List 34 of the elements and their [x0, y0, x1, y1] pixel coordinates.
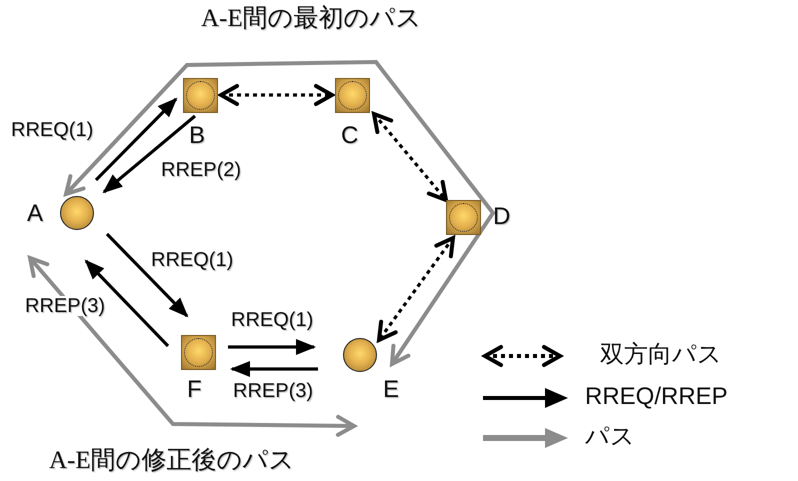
edge-label: RREP(3) [232, 381, 314, 401]
edge-label: RREQ(1) [10, 120, 94, 140]
node-square [181, 335, 216, 370]
edge-label: RREQ(1) [150, 250, 234, 270]
node-label: C [341, 124, 358, 148]
node-label: D [493, 205, 510, 229]
arrow [102, 114, 196, 194]
arrow [230, 361, 318, 377]
arrow [106, 232, 188, 318]
node-circle [60, 196, 94, 230]
node-label: E [383, 378, 400, 402]
dotted-arrow [219, 84, 334, 106]
edge-label: RREP(2) [160, 160, 242, 180]
node-label: F [187, 378, 202, 402]
node-circle [343, 338, 377, 372]
edge-label: RREQ(1) [230, 310, 314, 330]
arrow [64, 60, 496, 366]
arrow [28, 256, 356, 437]
edge-label: RREP(3) [24, 296, 106, 316]
node-square [183, 78, 218, 113]
path-caption: A-E間の修正後のパス [48, 448, 296, 473]
path-caption: A-E間の最初のパス [200, 6, 423, 31]
node-label: A [27, 202, 44, 226]
legend-label: パス [585, 425, 635, 449]
dotted-arrow [372, 112, 448, 202]
node-square [446, 200, 481, 235]
legend-label: 双方向パス [600, 343, 722, 367]
legend-label: RREQ/RREP [585, 385, 728, 409]
arrow [228, 339, 316, 355]
node-square [335, 78, 370, 113]
node-label: B [189, 124, 206, 148]
arrow [84, 260, 170, 348]
dotted-arrow [377, 236, 455, 342]
arrow [94, 98, 178, 182]
